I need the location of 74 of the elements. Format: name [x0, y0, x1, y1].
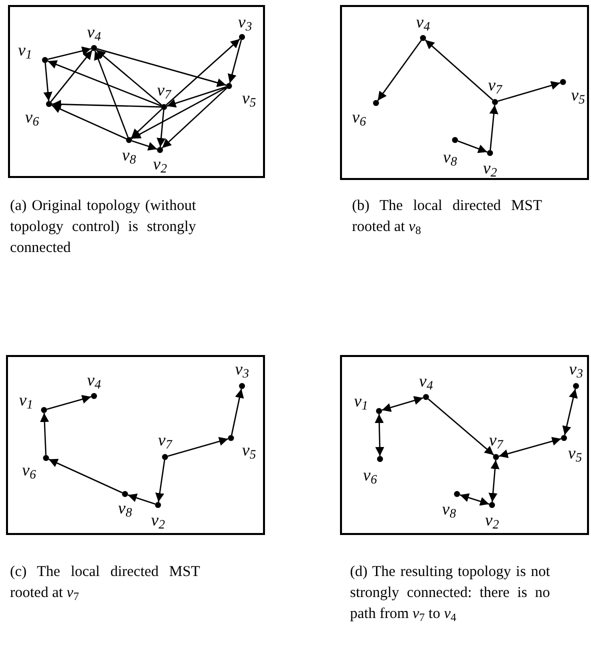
- vertex-label: v$_{2}$: [151, 512, 165, 528]
- arrow: [428, 398, 494, 456]
- vertex-label: v$_{2}$: [485, 512, 499, 528]
- arrow: [374, 414, 384, 456]
- arrow: [166, 38, 240, 106]
- vertex-label: v$_{7}$: [489, 432, 503, 448]
- vertex-label: v$_{8}$: [118, 500, 132, 516]
- arrow: [562, 388, 578, 436]
- arrow: [48, 458, 123, 494]
- arrow: [128, 494, 156, 505]
- vertex-label: v$_{8}$: [442, 500, 456, 518]
- vertex-label: v$_{8}$: [443, 148, 457, 166]
- vertex-label: v$_{2}$: [483, 160, 497, 176]
- arrow: [94, 50, 129, 138]
- graph-panel: [6, 355, 265, 535]
- arrow: [377, 40, 422, 101]
- arrow: [382, 396, 424, 412]
- vertex-label: v$_{6}$: [352, 108, 366, 126]
- figure-caption: (c) The local directed MST rooted at v$_{7}$: [10, 563, 200, 604]
- arrow: [48, 60, 162, 106]
- arrow: [156, 110, 166, 148]
- arrow: [230, 388, 244, 436]
- vertex-label: v$_{2}$: [153, 156, 167, 172]
- arrow: [132, 140, 158, 151]
- arrow: [46, 394, 92, 410]
- arrow: [458, 140, 488, 154]
- arrow: [43, 62, 52, 102]
- graph-panel: [8, 5, 265, 178]
- vertex-label: v$_{7}$: [157, 82, 171, 98]
- figure-caption: (d) The resulting topology is not strongly connected: there is no path from v$_{7}$ to v$_{4}$: [350, 563, 550, 625]
- arrow: [52, 100, 162, 109]
- arrow: [40, 412, 49, 456]
- arrow: [131, 86, 227, 140]
- vertex-label: v$_{4}$: [419, 372, 433, 390]
- vertex-label: v$_{3}$: [235, 360, 249, 378]
- vertex-label: v$_{8}$: [122, 146, 136, 164]
- vertex-label: v$_{4}$: [87, 24, 101, 40]
- arrow: [228, 40, 242, 84]
- arrow: [489, 104, 498, 150]
- vertex-label: v$_{6}$: [22, 462, 36, 478]
- vertex-label: v$_{1}$: [354, 392, 368, 410]
- vertex-label: v$_{4}$: [87, 372, 101, 388]
- arrow: [498, 436, 562, 458]
- arrow: [498, 81, 560, 102]
- graph-panel: [340, 355, 589, 535]
- arrow: [50, 50, 93, 102]
- arrow: [130, 108, 162, 138]
- arrow: [51, 104, 127, 140]
- vertex-label: v$_{5}$: [242, 90, 256, 106]
- arrow: [424, 40, 494, 100]
- arrow: [162, 88, 228, 148]
- vertex-label: v$_{1}$: [19, 392, 33, 408]
- arrow: [155, 460, 166, 502]
- vertex-label: v$_{5}$: [242, 442, 256, 458]
- arrow: [96, 49, 162, 106]
- arrow: [96, 48, 226, 88]
- vertex-label: v$_{5}$: [571, 86, 585, 104]
- vertex-label: v$_{1}$: [18, 42, 32, 58]
- arrow: [48, 46, 92, 60]
- vertex-label: v$_{5}$: [568, 444, 582, 462]
- figure-caption: (a) Original topology (without topology control) is strongly connected: [10, 197, 196, 258]
- figure-caption: (b) The local directed MST rooted at v$_{8}$: [352, 197, 542, 238]
- vertex-label: v$_{7}$: [488, 76, 502, 94]
- vertex-label: v$_{3}$: [569, 360, 583, 378]
- graph-panel: [340, 5, 589, 180]
- arrow: [168, 437, 228, 457]
- vertex-label: v$_{6}$: [25, 108, 39, 126]
- vertex-label: v$_{7}$: [158, 432, 172, 448]
- vertex-label: v$_{3}$: [238, 14, 252, 30]
- vertex-label: v$_{4}$: [416, 14, 430, 30]
- arrow: [488, 460, 500, 502]
- arrow: [460, 493, 490, 506]
- arrow: [166, 86, 226, 108]
- vertex-label: v$_{6}$: [363, 466, 377, 484]
